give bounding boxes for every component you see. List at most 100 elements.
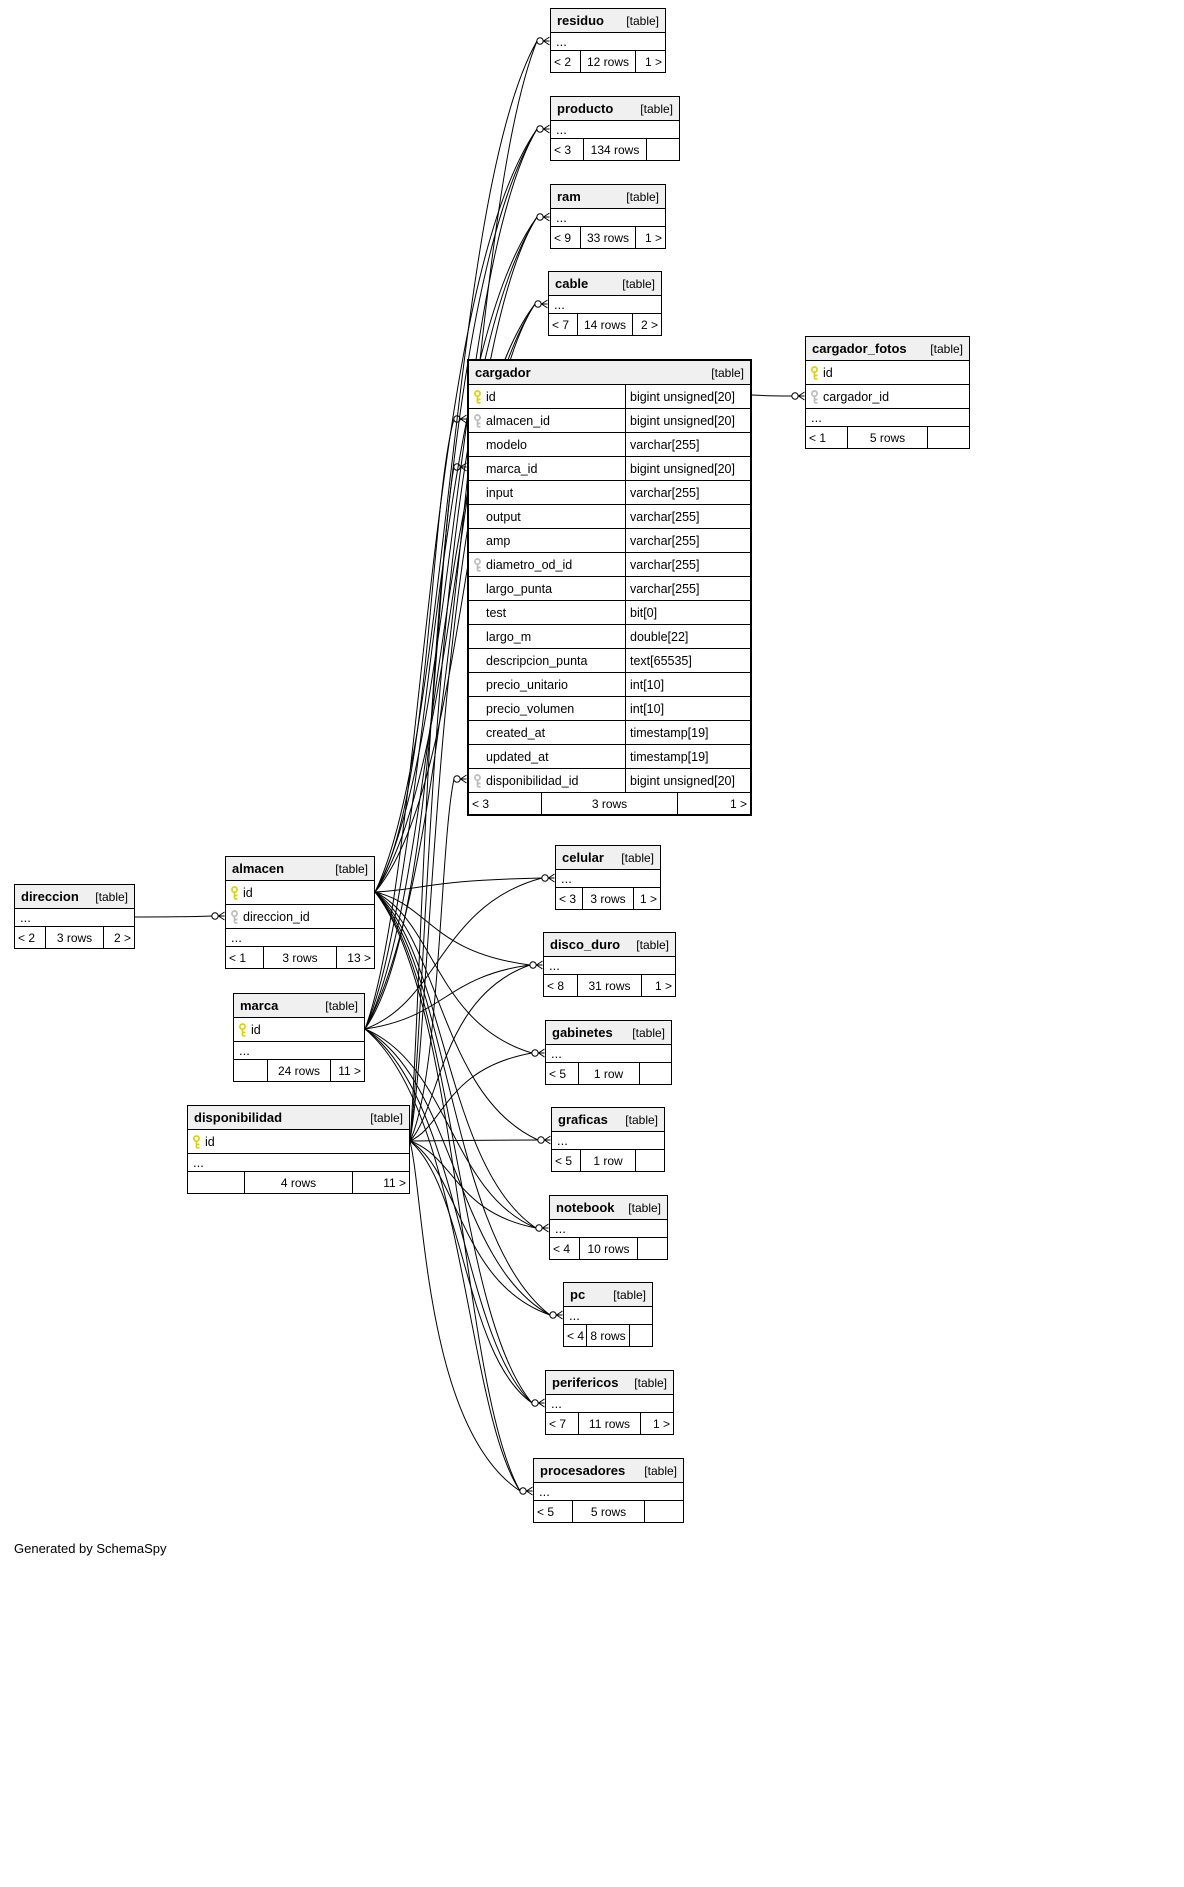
- footer-row-count: 10 rows: [587, 1241, 630, 1256]
- edge-disponibilidad-graficas: [409, 1139, 539, 1142]
- table-type-badge: [table]: [613, 1287, 646, 1302]
- table-name: ram: [557, 189, 581, 204]
- icon-slot: [806, 365, 823, 380]
- fk-marker-cable: [534, 299, 548, 309]
- table-header: pc [table]: [564, 1283, 652, 1307]
- table-type-badge: [table]: [634, 1375, 667, 1390]
- edge-almacen-disco_duro: [374, 891, 531, 966]
- ellipsis-label: ...: [569, 1308, 580, 1323]
- footer-child-count: 11 >: [330, 1060, 364, 1081]
- edge-cargador-cargador_fotos: [751, 394, 793, 397]
- table-name: residuo: [557, 13, 604, 28]
- table-header: disco_duro[table]: [544, 933, 675, 957]
- footer-child-count: 1 >: [676, 793, 750, 814]
- edge-disponibilidad-pc: [409, 1140, 551, 1316]
- edge-marca-procesadores: [364, 1028, 521, 1492]
- icon-slot: [469, 413, 486, 428]
- column-type: timestamp[19]: [625, 721, 750, 744]
- primary-key-icon: [231, 885, 238, 900]
- column-name: created_at: [486, 725, 546, 740]
- edge-disponibilidad-gabinetes: [409, 1052, 533, 1142]
- footer-parent-count: < 4: [564, 1325, 587, 1346]
- columns-ellipsis: ...: [551, 33, 665, 51]
- footer-child-count: 1 >: [640, 975, 675, 996]
- fk-marker-residuo: [536, 36, 550, 46]
- edge-disponibilidad-procesadores: [409, 1140, 521, 1492]
- table-name: pc: [570, 1287, 586, 1302]
- footer-row-count: 3 rows: [282, 950, 318, 965]
- column-name: updated_at: [486, 749, 549, 764]
- icon-slot: [226, 885, 243, 900]
- column-row-id: id: [806, 361, 969, 385]
- ellipsis-label: ...: [561, 871, 572, 886]
- edge-almacen-celular: [374, 877, 543, 893]
- ellipsis-label: ...: [555, 1221, 566, 1236]
- table-header: disponibilidad[table]: [188, 1106, 409, 1130]
- column-name: almacen_id: [486, 413, 550, 428]
- footer-row-count: 33 rows: [586, 230, 630, 245]
- table-type-badge: [table]: [711, 365, 744, 380]
- footer-parent-count: < 2: [15, 927, 46, 948]
- table-name: cargador: [475, 365, 531, 380]
- columns-ellipsis: ...: [188, 1154, 409, 1172]
- column-name: modelo: [486, 437, 527, 452]
- column-type: bigint unsigned[20]: [625, 457, 750, 480]
- ellipsis-label: ...: [239, 1043, 250, 1058]
- table-name: cargador_fotos: [812, 341, 907, 356]
- footer-child-count: [645, 139, 679, 160]
- edge-marca-ram: [364, 216, 538, 1030]
- fk-marker-cargador: [453, 414, 467, 424]
- footer-child-count: 2 >: [631, 314, 661, 335]
- footer-child-count: 1 >: [639, 1413, 673, 1434]
- table-header: perifericos[table]: [546, 1371, 673, 1395]
- ellipsis-label: ...: [20, 910, 31, 925]
- footer-child-count: 13 >: [335, 947, 374, 968]
- edge-almacen-perifericos: [374, 891, 533, 1404]
- footer-child-count: [636, 1238, 667, 1259]
- column-type: bigint unsigned[20]: [625, 385, 750, 408]
- edge-marca-producto: [364, 128, 538, 1030]
- fk-marker-disco_duro: [529, 960, 543, 970]
- columns-ellipsis: ...: [549, 296, 661, 314]
- column-name: diametro_od_id: [486, 557, 573, 572]
- ellipsis-label: ...: [556, 122, 567, 137]
- column-name: precio_unitario: [486, 677, 568, 692]
- footer-parent-count: < 1: [806, 427, 849, 448]
- table-type-badge: [table]: [370, 1110, 403, 1125]
- edge-marca-celular: [364, 877, 543, 1030]
- columns-ellipsis: ...: [806, 409, 969, 427]
- fk-marker-notebook: [535, 1223, 549, 1233]
- footer-row-count: 12 rows: [586, 54, 630, 69]
- table-type-badge: [table]: [626, 189, 659, 204]
- table-name: almacen: [232, 861, 285, 876]
- edge-disponibilidad-producto: [409, 128, 538, 1142]
- table-header: cargador_fotos[table]: [806, 337, 969, 361]
